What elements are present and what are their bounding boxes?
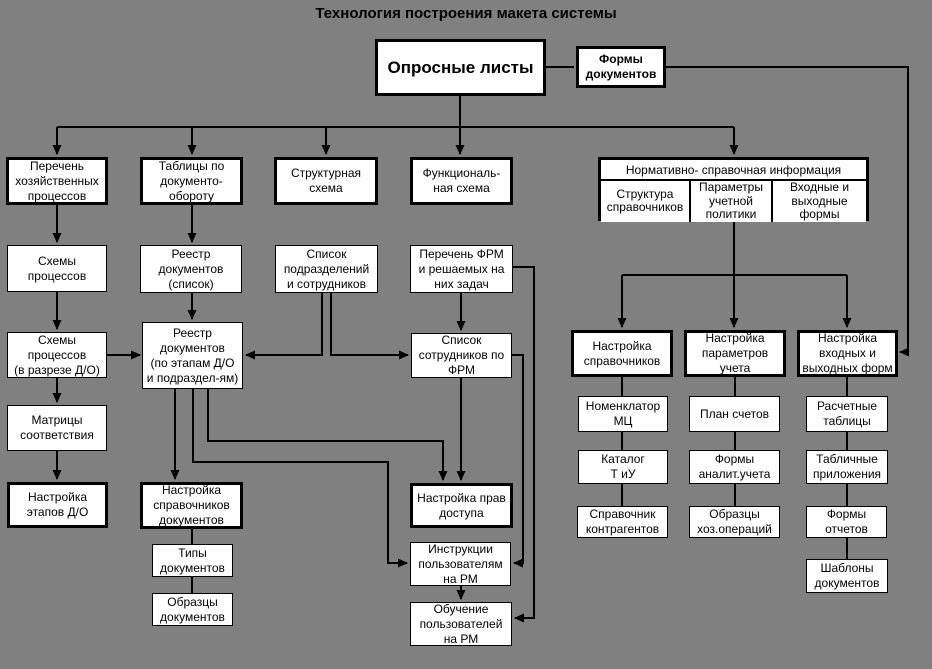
node-vhodnye-vyhodnye-formy: Входные и выходные формы <box>773 180 866 222</box>
node-nastrojka-prav-dostupa: Настройка прав доступа <box>410 483 513 528</box>
node-funkcionalnaya-shema: Функциональ- ная схема <box>410 157 513 205</box>
node-nsi-block: Нормативно- справочная информация Структ… <box>598 157 869 222</box>
node-spisok-podrazdelenij: Список подразделений и сотрудников <box>275 245 378 293</box>
node-tablichnye-prilozheniya: Табличные приложения <box>806 450 888 484</box>
node-struktura-spravochnikov: Структура справочников <box>601 181 689 222</box>
node-reestr-dokumentov-etapy: Реестр документов (по этапам Д/О и подра… <box>142 322 243 389</box>
node-matricy-sootvetstviya: Матрицы соответствия <box>7 405 107 451</box>
node-nastrojka-parametrov-ucheta: Настройка параметров учета <box>684 330 786 377</box>
node-spravochnik-kontragentov: Справочник контрагентов <box>577 506 668 538</box>
node-perechen-processov: Перечень хозяйственных процессов <box>6 157 108 205</box>
node-obrazcy-dokumentov: Образцы документов <box>152 593 233 626</box>
node-raschetnye-tablicy: Расчетные таблицы <box>806 396 888 432</box>
node-spisok-sotrudnikov-frm: Список сотрудников по ФРМ <box>411 333 512 378</box>
nsi-cells-row: Структура справочников Параметры учетной… <box>601 180 866 222</box>
node-nsi-header: Нормативно- справочная информация <box>601 160 866 179</box>
node-nastrojka-spravochnikov: Настройка справочников <box>571 330 673 377</box>
node-tablicy-po-documentooborotu: Таблицы по документо- обороту <box>140 157 243 205</box>
node-shemy-processov: Схемы процессов <box>7 245 107 292</box>
node-obrazcy-hoz-operacij: Образцы хоз.операций <box>689 506 780 538</box>
node-instrukcii-polzovatelyam: Инструкции пользователям на РМ <box>410 542 511 586</box>
node-formy-dokumentov: Формы документов <box>576 46 666 88</box>
node-oprosnye-listy: Опросные листы <box>375 39 546 96</box>
node-nastrojka-etapov-do: Настройка этапов Д/О <box>7 482 108 528</box>
node-plan-schetov: План счетов <box>689 396 780 432</box>
node-reestr-dokumentov-spisok: Реестр документов (список) <box>140 245 242 293</box>
node-nastrojka-vhodnyh-form: Настройка входных и выходных форм <box>797 330 898 377</box>
node-nomenklator-mc: Номенклатор МЦ <box>578 396 668 432</box>
node-tipy-dokumentov: Типы документов <box>152 544 233 577</box>
node-nastrojka-spravochnikov-dokumentov: Настройка справочников документов <box>140 482 243 529</box>
node-formy-otchetov: Формы отчетов <box>806 506 887 538</box>
node-katalog-tiu: Каталог Т иУ <box>578 450 668 484</box>
node-perechen-frm: Перечень ФРМ и решаемых на них задач <box>410 245 513 293</box>
diagram-title: Технология построения макета системы <box>315 5 617 22</box>
node-strukturnaya-shema: Структурная схема <box>274 157 378 205</box>
node-shemy-processov-do: Схемы процессов (в разрезе Д/О) <box>7 332 107 378</box>
node-parametry-uchetnoj-politiki: Параметры учетной политики <box>691 180 771 222</box>
node-shablony-dokumentov: Шаблоны документов <box>806 559 888 593</box>
node-formy-analit-ucheta: Формы аналит.учета <box>689 450 780 484</box>
node-obuchenie-polzovatelej: Обучение пользователей на РМ <box>410 602 512 646</box>
